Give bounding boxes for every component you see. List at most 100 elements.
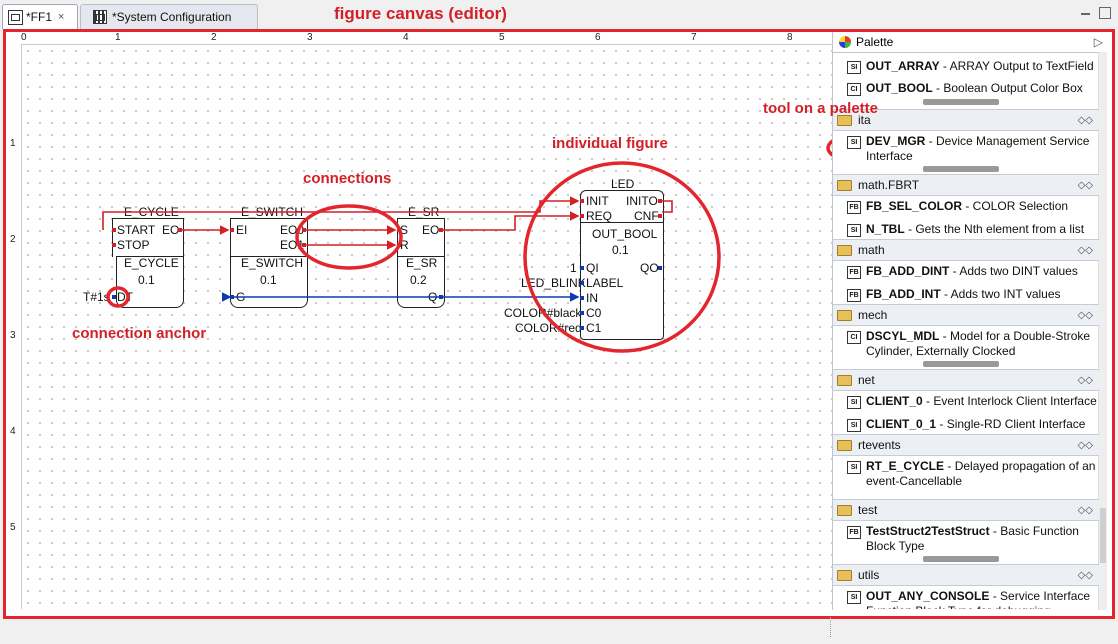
port-label: G: [236, 290, 246, 304]
port-label: IN: [586, 291, 598, 305]
port-label: EO0: [280, 223, 305, 237]
port-label: CNF: [634, 209, 659, 223]
palette-scrollbar[interactable]: [1098, 52, 1107, 610]
tab-ff1-label: *FF1: [26, 10, 53, 24]
event-output-port[interactable]: [658, 199, 662, 203]
palette-drawer-test[interactable]: test◇◇: [833, 499, 1099, 521]
event-output-port[interactable]: [658, 214, 662, 218]
function-block-icon: FB: [847, 289, 861, 302]
horizontal-ruler: 0 1 2 3 4 5 6 7 8: [9, 32, 833, 45]
fb-data-section: [230, 256, 308, 308]
fb-type-label: E_SR: [408, 205, 440, 219]
event-input-port[interactable]: [112, 228, 116, 232]
event-input-port[interactable]: [397, 243, 401, 247]
folder-icon: [837, 569, 852, 581]
collapse-icon[interactable]: ◇◇: [1077, 179, 1093, 191]
data-input-port[interactable]: [580, 326, 584, 330]
scrollbar-thumb[interactable]: [1100, 508, 1106, 563]
vertical-ruler: 1 2 3 4 5: [7, 44, 22, 609]
annotation-connection-anchor: connection anchor: [72, 325, 207, 342]
data-input-port[interactable]: [112, 295, 116, 299]
palette-icon: [839, 36, 851, 48]
palette-drawer-ita[interactable]: ita◇◇: [833, 109, 1099, 131]
tab-system-configuration[interactable]: *System Configuration: [80, 4, 258, 29]
port-label: EO: [162, 223, 180, 237]
event-output-port[interactable]: [302, 243, 306, 247]
event-input-port[interactable]: [580, 214, 584, 218]
minimize-icon[interactable]: [1079, 8, 1093, 20]
event-output-port[interactable]: [439, 228, 443, 232]
collapse-icon[interactable]: ◇◇: [1077, 569, 1093, 581]
chevron-right-icon[interactable]: ▷: [1093, 35, 1103, 49]
function-block-icon: FB: [847, 526, 861, 539]
data-input-port[interactable]: [230, 295, 234, 299]
collapse-icon[interactable]: ◇◇: [1077, 114, 1093, 126]
data-input-port[interactable]: [580, 296, 584, 300]
service-interface-icon: SI: [847, 136, 861, 149]
palette-drawer-rtevents[interactable]: rtevents◇◇: [833, 434, 1099, 456]
folder-icon: [837, 504, 852, 516]
event-output-port[interactable]: [178, 228, 182, 232]
palette-drawer-math-fbrt[interactable]: math.FBRT◇◇: [833, 174, 1099, 196]
more-indicator[interactable]: [923, 361, 999, 367]
event-input-port[interactable]: [112, 243, 116, 247]
data-output-port[interactable]: [658, 266, 662, 270]
param-value: LED_BLINK: [521, 276, 586, 290]
function-block-icon: FB: [847, 266, 861, 279]
data-input-port[interactable]: [580, 266, 584, 270]
palette-drawer-net[interactable]: net◇◇: [833, 369, 1099, 391]
more-indicator[interactable]: [923, 166, 999, 172]
annotation-connections: connections: [303, 170, 392, 187]
ruler-mark: 8: [787, 32, 793, 43]
ruler-mark: 4: [10, 426, 16, 437]
data-input-port[interactable]: [580, 281, 584, 285]
palette-drawer-utils[interactable]: utils◇◇: [833, 564, 1099, 586]
fb-data-section: [397, 256, 445, 308]
more-indicator[interactable]: [923, 99, 999, 105]
event-output-port[interactable]: [302, 228, 306, 232]
palette-drawer-math[interactable]: math◇◇: [833, 239, 1099, 261]
param-value: T#1s: [83, 290, 110, 304]
function-block-icon: FB: [847, 201, 861, 214]
ruler-mark: 2: [211, 32, 217, 43]
event-input-port[interactable]: [397, 228, 401, 232]
fb-name-label: E_CYCLE: [124, 256, 179, 270]
collapse-icon[interactable]: ◇◇: [1077, 244, 1093, 256]
event-input-port[interactable]: [230, 228, 234, 232]
port-label: START: [117, 223, 156, 237]
collapse-icon[interactable]: ◇◇: [1077, 439, 1093, 451]
port-label: QO: [640, 261, 659, 275]
port-label: STOP: [117, 238, 150, 252]
data-output-port[interactable]: [439, 295, 443, 299]
status-divider: [830, 617, 832, 637]
collapse-icon[interactable]: ◇◇: [1077, 374, 1093, 386]
collapse-icon[interactable]: ◇◇: [1077, 309, 1093, 321]
composite-icon: CI: [847, 83, 861, 96]
more-indicator[interactable]: [923, 556, 999, 562]
service-interface-icon: SI: [847, 419, 861, 432]
palette-drawer-mech[interactable]: mech◇◇: [833, 304, 1099, 326]
event-input-port[interactable]: [580, 199, 584, 203]
ruler-mark: 4: [403, 32, 409, 43]
close-icon[interactable]: ×: [58, 11, 65, 23]
maximize-icon[interactable]: [1099, 7, 1111, 19]
data-input-port[interactable]: [580, 311, 584, 315]
tab-ff1[interactable]: *FF1 ×: [2, 4, 78, 29]
folder-icon: [837, 244, 852, 256]
annotation-individual-figure: individual figure: [552, 135, 668, 152]
collapse-icon[interactable]: ◇◇: [1077, 504, 1093, 516]
port-label: C1: [586, 321, 602, 335]
